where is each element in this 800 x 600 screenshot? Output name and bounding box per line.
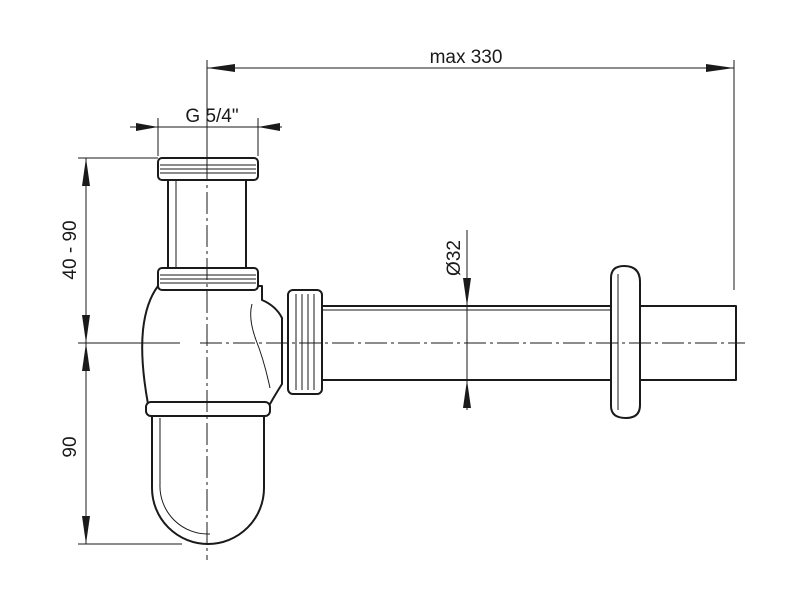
height-adjust-label: 40 - 90 <box>60 220 81 279</box>
thread-label: G 5/4" <box>185 106 238 127</box>
top-nut <box>157 157 259 181</box>
trap-bottle <box>145 401 271 545</box>
outlet-nut <box>287 289 323 395</box>
max-length-label: max 330 <box>430 47 503 68</box>
dim-pipe-diameter: Ø32 <box>444 230 471 410</box>
dim-thread: G 5/4" <box>130 106 282 156</box>
trap-depth-label: 90 <box>60 436 81 457</box>
wall-rosette <box>610 265 641 419</box>
mid-nut <box>157 267 259 291</box>
dim-trap-depth: 90 <box>60 343 182 545</box>
dim-max-length: max 330 <box>206 47 735 290</box>
pipe-diameter-label: Ø32 <box>444 240 465 276</box>
tailpiece-pipe <box>167 173 247 273</box>
dim-height-adjust: 40 - 90 <box>60 157 180 344</box>
trap-body <box>141 285 283 405</box>
